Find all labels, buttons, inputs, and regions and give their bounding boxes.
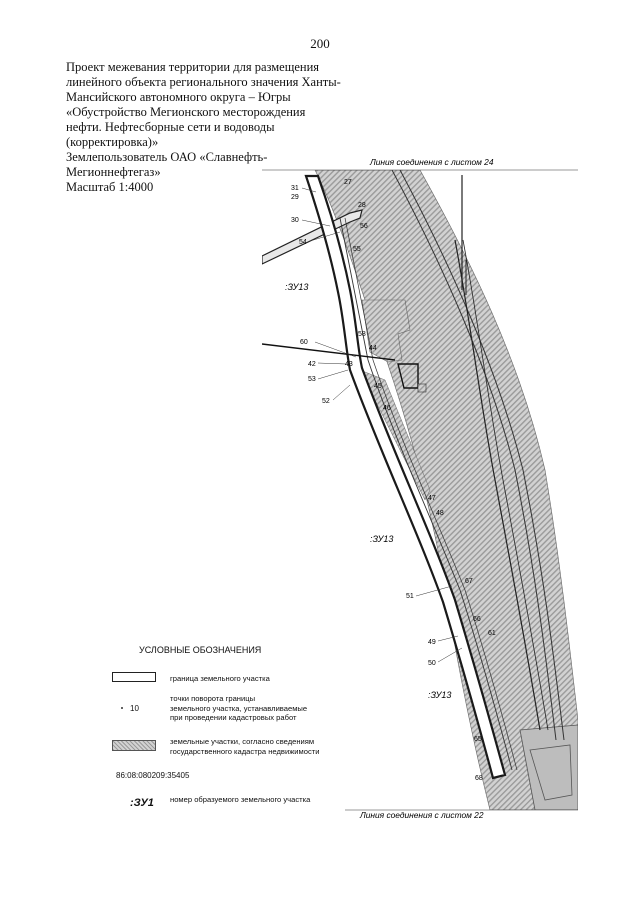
well-pad (417, 383, 427, 393)
cadastre-area-bottom-inner (529, 744, 573, 801)
legend-zu-label: номер образуемого земельного участка (170, 795, 311, 804)
legend-cadastre-swatch (112, 740, 156, 751)
point-label: 61 (488, 630, 496, 637)
point-label: 54 (299, 239, 307, 246)
title-line: Проект межевания территории для размещен… (66, 60, 320, 74)
title-block: Проект межевания территории для размещен… (66, 60, 356, 195)
road-line-2 (399, 170, 565, 741)
title-line: «Обустройство Мегионского месторождения (66, 105, 306, 119)
point-label: 58 (358, 331, 366, 338)
title-line: (корректировка)» (66, 135, 159, 149)
road-line-1 (391, 170, 557, 741)
point-label: 43 (345, 361, 353, 368)
point-label: 29 (291, 194, 299, 201)
title-line: Мегионнефтегаз» (66, 165, 161, 179)
point-label: 46 (383, 405, 391, 412)
cadastre-area-block (361, 299, 411, 363)
page-number: 200 (310, 36, 330, 51)
parcel-label-zu13: :ЗУ13 (285, 282, 308, 292)
leader-lines (301, 187, 463, 663)
point-label: 42 (308, 361, 316, 368)
legend-cadastre-label: земельные участки, согласно сведениям го… (170, 737, 320, 756)
access-road (262, 209, 363, 265)
point-label: 66 (473, 616, 481, 623)
legend-cadastral-number: 86:08:080209:35405 (116, 771, 190, 780)
point-label: 52 (322, 398, 330, 405)
legend-point-marker (121, 707, 123, 709)
point-label: 50 (428, 660, 436, 667)
cadastre-area-bottom (519, 724, 578, 810)
legend-zu-code: :ЗУ1 (130, 797, 154, 809)
point-label: 68 (475, 775, 483, 782)
legend-point-example: 10 (130, 704, 139, 713)
legend-border-label: граница земельного участка (170, 674, 270, 683)
point-label: 31 (291, 185, 299, 192)
parcel-inner-line-2 (344, 217, 518, 771)
parcel-border-zu13 (304, 174, 507, 780)
pipeline-line-1 (454, 239, 541, 731)
legend-border-swatch (112, 672, 156, 682)
point-label: 28 (358, 202, 366, 209)
parcel-label-zu13: :ЗУ13 (428, 690, 451, 700)
point-label: 51 (406, 593, 414, 600)
point-label: 65 (474, 736, 482, 743)
link-label-top: Линия соединения с листом 24 (369, 157, 494, 167)
point-label: 47 (428, 495, 436, 502)
legend-title: УСЛОВНЫЕ ОБОЗНАЧЕНИЯ (139, 645, 262, 655)
point-label: 45 (374, 383, 382, 390)
title-line: Землепользователь ОАО «Славнефть- (66, 150, 268, 164)
title-line: нефти. Нефтесборные сети и водоводы (66, 120, 275, 134)
title-line: Мансийского автономного округа – Югры (66, 90, 291, 104)
scale-text: Масштаб 1:4000 (66, 180, 154, 194)
title-line: линейного объекта регионального значения… (66, 75, 341, 89)
point-labels: 31 29 27 28 30 56 54 55 60 58 44 42 43 5… (291, 179, 496, 782)
parcel-label-zu13: :ЗУ13 (370, 534, 393, 544)
legend-points-label: точки поворота границы земельного участк… (170, 694, 308, 722)
parcel-inner-line (339, 217, 513, 771)
point-label: 48 (436, 510, 444, 517)
point-label: 49 (428, 639, 436, 646)
point-label: 55 (353, 246, 361, 253)
pipe-crossing (262, 343, 396, 361)
link-label-bottom: Линия соединения с листом 22 (359, 810, 484, 820)
point-label: 27 (344, 179, 352, 186)
pipeline-line-2 (462, 239, 549, 731)
point-label: 30 (291, 217, 299, 224)
point-label: 44 (369, 345, 377, 352)
point-label: 53 (308, 376, 316, 383)
point-label: 67 (465, 578, 473, 585)
point-label: 56 (360, 223, 368, 230)
point-label: 60 (300, 339, 308, 346)
